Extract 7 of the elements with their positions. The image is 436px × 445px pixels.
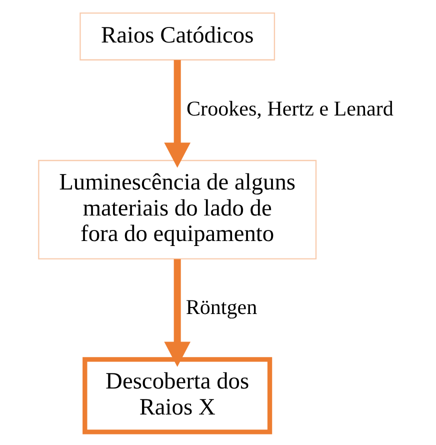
arrow — [164, 60, 191, 168]
node-box: Luminescência de alguns materiais do lado de fora do equipamento — [38, 160, 317, 260]
node-box: Raios Catódicos — [80, 12, 276, 60]
edge-label: Röntgen — [186, 295, 258, 320]
arrow — [164, 259, 191, 367]
node-box: Descoberta dos Raios X — [82, 357, 272, 434]
edge-label: Crookes, Hertz e Lenard — [186, 96, 394, 120]
